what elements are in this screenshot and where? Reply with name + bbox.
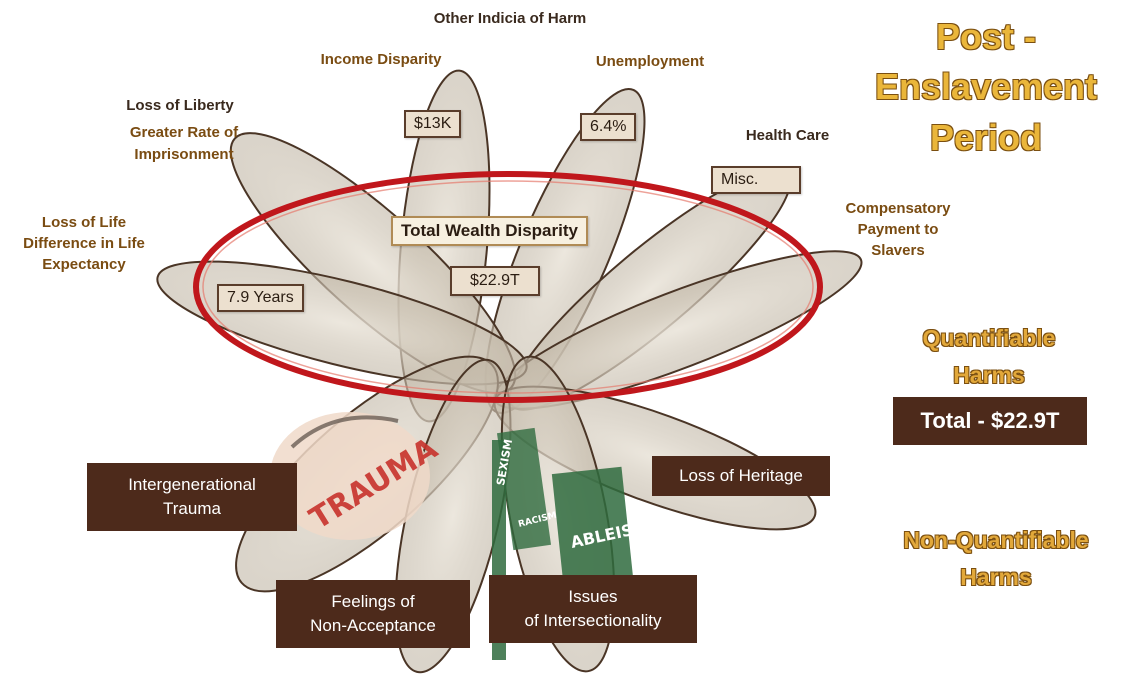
feelings-of-non-acceptance-box: Feelings of Non-Acceptance [276, 580, 470, 648]
compensatory-label: Compensatory Payment to Slavers [820, 198, 976, 261]
intergenerational-line-1: Intergenerational [128, 475, 256, 495]
title-line-3: Period [929, 116, 1043, 158]
feelings-line-1: Feelings of [331, 592, 415, 612]
imprisonment-line-2: Imprisonment [134, 145, 234, 163]
loss-of-life-line-2: Difference in Life [23, 235, 145, 252]
nonquant-line-1: Non-Quantifiable [903, 527, 1089, 553]
issues-of-intersectionality-box: Issues of Intersectionality [489, 575, 697, 643]
income-value-box: $13K [404, 110, 462, 138]
income-disparity-label: Income Disparity [320, 51, 442, 68]
non-quantifiable-harms-heading: Non-Quantifiable Harms [872, 522, 1120, 596]
loss-of-life-line-1: Loss of Life [41, 214, 127, 231]
feelings-line-2: Non-Acceptance [310, 616, 436, 635]
quantifiable-harms-heading: Quantifiable Harms [884, 320, 1094, 394]
unemployment-label: Unemployment [595, 53, 705, 70]
intersectionality-line-1: Issues [568, 587, 618, 607]
intersectionality-line-2: of Intersectionality [524, 611, 662, 630]
quantifiable-line-2: Harms [953, 361, 1025, 388]
compensatory-line-3: Slavers [871, 242, 925, 259]
loss-of-liberty-label: Loss of Liberty [126, 97, 234, 114]
unemployment-value-box: 6.4% [580, 113, 637, 141]
loss-of-heritage-box: Loss of Heritage [652, 456, 830, 496]
quantifiable-ring [193, 171, 823, 403]
other-indicia-heading: Other Indicia of Harm [433, 10, 587, 27]
loss-of-life-label: Loss of Life Difference in Life Expectan… [4, 212, 164, 275]
health-value-box: Misc. [711, 166, 801, 194]
total-harms-box: Total - $22.9T [893, 397, 1087, 445]
health-care-label: Health Care [745, 127, 830, 144]
intergenerational-trauma-box: Intergenerational Trauma [87, 463, 297, 531]
compensatory-line-2: Payment to [857, 221, 939, 238]
intergenerational-line-2: Trauma [163, 499, 221, 518]
heritage-line: Loss of Heritage [679, 466, 803, 486]
trauma-head-motif [270, 412, 430, 540]
title-line-2: Enslavement [874, 66, 1098, 108]
compensatory-line-1: Compensatory [845, 200, 951, 217]
nonquant-line-2: Harms [960, 563, 1032, 590]
total-wealth-label-box: Total Wealth Disparity [391, 216, 588, 246]
total-wealth-value-box: $22.9T [450, 266, 540, 296]
loss-of-life-line-3: Expectancy [42, 256, 126, 273]
imprisonment-line-1: Greater Rate of [129, 124, 239, 141]
title-line-1: Post - [935, 16, 1036, 57]
page-title: Post - Enslavement Period [848, 12, 1124, 163]
life-value-box: 7.9 Years [217, 284, 304, 312]
imprisonment-label: Greater Rate of Imprisonment [104, 122, 264, 166]
quantifiable-line-1: Quantifiable [922, 325, 1056, 351]
